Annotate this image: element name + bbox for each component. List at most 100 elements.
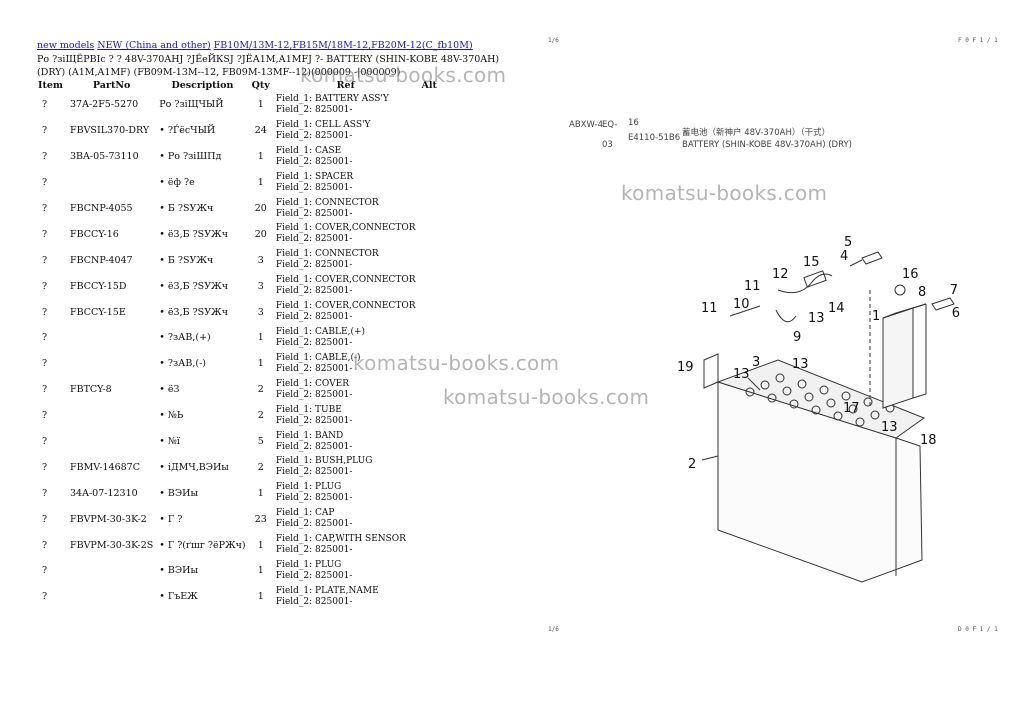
corner-mark-br: D 0 F 1 / 1	[958, 626, 998, 633]
cell-partno: 3BA-05-73110	[70, 151, 139, 163]
callout-label: 3	[752, 355, 760, 370]
ref-field-2: Field_2: 825001-	[275, 337, 353, 348]
cell-qty: 3	[257, 280, 264, 292]
ref-field-1: Field_1: COVER,CONNECTOR	[275, 275, 416, 286]
cell-alt	[418, 558, 439, 584]
cell-item: ?	[42, 358, 48, 370]
cell-item: ?	[42, 228, 48, 240]
ref-field-2: Field_2: 825001-	[275, 156, 353, 167]
cell-qty: 23	[254, 513, 267, 525]
header-alt: Alt	[421, 79, 437, 91]
cell-qty: 1	[257, 332, 264, 344]
header-partno: PartNo	[92, 79, 131, 91]
header-description: Description	[171, 79, 234, 91]
breadcrumb: new models NEW (China and other) FB10M/1…	[37, 40, 473, 51]
callout-label: 9	[793, 330, 801, 345]
breadcrumb-link-new-models[interactable]: new models	[37, 40, 95, 51]
cell-ref: Field_1: CABLE,(-)Field_2: 825001-	[273, 351, 419, 377]
cell-partno: 34A-07-12310	[70, 487, 138, 499]
cell-qty: 2	[257, 410, 264, 422]
battery-exploded-diagram: 1 2 3 4 5 6 7 8 9 10 11 11 12 13 13 13 1…	[677, 235, 960, 583]
ref-field-1: Field_1: CAP	[275, 508, 335, 519]
cell-item: ?	[42, 487, 48, 499]
callout-label: 14	[828, 301, 845, 316]
callout-label: 19	[677, 360, 694, 375]
cell-description: • ё3,Б ?SУЖч	[159, 228, 229, 240]
callout-label: 11	[744, 279, 761, 294]
cell-item: ?	[42, 151, 48, 163]
plug	[894, 284, 906, 296]
ref-field-1: Field_1: PLATE,NAME	[275, 585, 379, 596]
cell-alt	[418, 170, 439, 196]
callout-labels: 1 2 3 4 5 6 7 8 9 10 11 11 12 13 13 13 1…	[677, 235, 960, 472]
callout-label: 11	[701, 301, 718, 316]
cell-alt	[418, 299, 439, 325]
callout-label: 10	[733, 297, 750, 312]
cell-qty: 2	[257, 384, 264, 396]
cell-partno: 37A-2F5-5270	[70, 99, 139, 111]
ref-field-2: Field_2: 825001-	[275, 467, 353, 478]
cell-alt	[418, 221, 439, 247]
cell-alt	[418, 584, 439, 610]
cell-description: • ВЭИы	[159, 487, 199, 499]
cell-item: ?	[42, 539, 48, 551]
cell-partno: FBCNP-4055	[70, 203, 133, 214]
ref-field-2: Field_2: 825001-	[275, 234, 353, 245]
cell-alt	[418, 92, 439, 118]
cable-positive	[777, 273, 833, 294]
cell-item: ?	[42, 410, 48, 422]
title-line-2: (DRY) (A1M,A1MF) (FB09M-13M--12, FB09M-1…	[37, 67, 401, 78]
cell-alt	[418, 429, 439, 455]
single-cell	[882, 307, 914, 409]
connector-side	[931, 297, 955, 311]
cell-qty: 1	[257, 565, 264, 577]
cell-alt	[418, 532, 439, 558]
cell-qty: 1	[257, 358, 264, 370]
ref-field-1: Field_1: CONNECTOR	[275, 197, 379, 208]
cell-alt	[418, 247, 439, 273]
cell-partno: FBCNP-4047	[70, 254, 133, 266]
breadcrumb-link-new-china[interactable]: NEW (China and other)	[97, 40, 211, 51]
cell-partno	[67, 351, 156, 377]
cell-description: • Г ?(ґшг ?ёРЖч)	[159, 539, 246, 551]
cell-item: ?	[42, 436, 48, 448]
cell-ref: Field_1: CABLE,(+)Field_2: 825001-	[273, 325, 419, 351]
title-line-1: Ро ?зіЩЁРВІс ? ? 48V-370AHЈ ?ЈЁеЙКЅЈ ?ЈЁ…	[37, 54, 500, 65]
cell-description: • №ї	[159, 436, 180, 448]
cell-terminals	[745, 373, 895, 427]
ref-field-2: Field_2: 825001-	[275, 519, 353, 530]
diagram-code: ABXW-4	[569, 120, 604, 130]
diagram-title-cn: 蓄电池（新神户 48V-370AH）（干式）	[682, 128, 831, 138]
cell-partno	[67, 403, 156, 429]
cell-description: • Б ?SУЖч	[159, 203, 214, 214]
ref-field-1: Field_1: TUBE	[275, 404, 342, 415]
ref-field-2: Field_2: 825001-	[275, 570, 353, 581]
corner-mark-bl: 1/6	[548, 626, 559, 633]
cell-description: • ё3,Б ?SУЖч	[159, 280, 229, 292]
watermark-text: komatsu-books.com	[621, 181, 828, 205]
cell-alt	[418, 506, 439, 532]
ref-field-2: Field_2: 825001-	[275, 545, 353, 556]
callout-label: 7	[950, 283, 958, 298]
breadcrumb-link-model[interactable]: FB10M/13M-12,FB15M/18M-12,FB20M-12(C_fb1…	[213, 40, 473, 51]
cell-item: ?	[42, 125, 48, 137]
cell-item: ?	[42, 254, 48, 266]
callout-label: 5	[844, 235, 852, 250]
cell-item: ?	[42, 99, 48, 111]
